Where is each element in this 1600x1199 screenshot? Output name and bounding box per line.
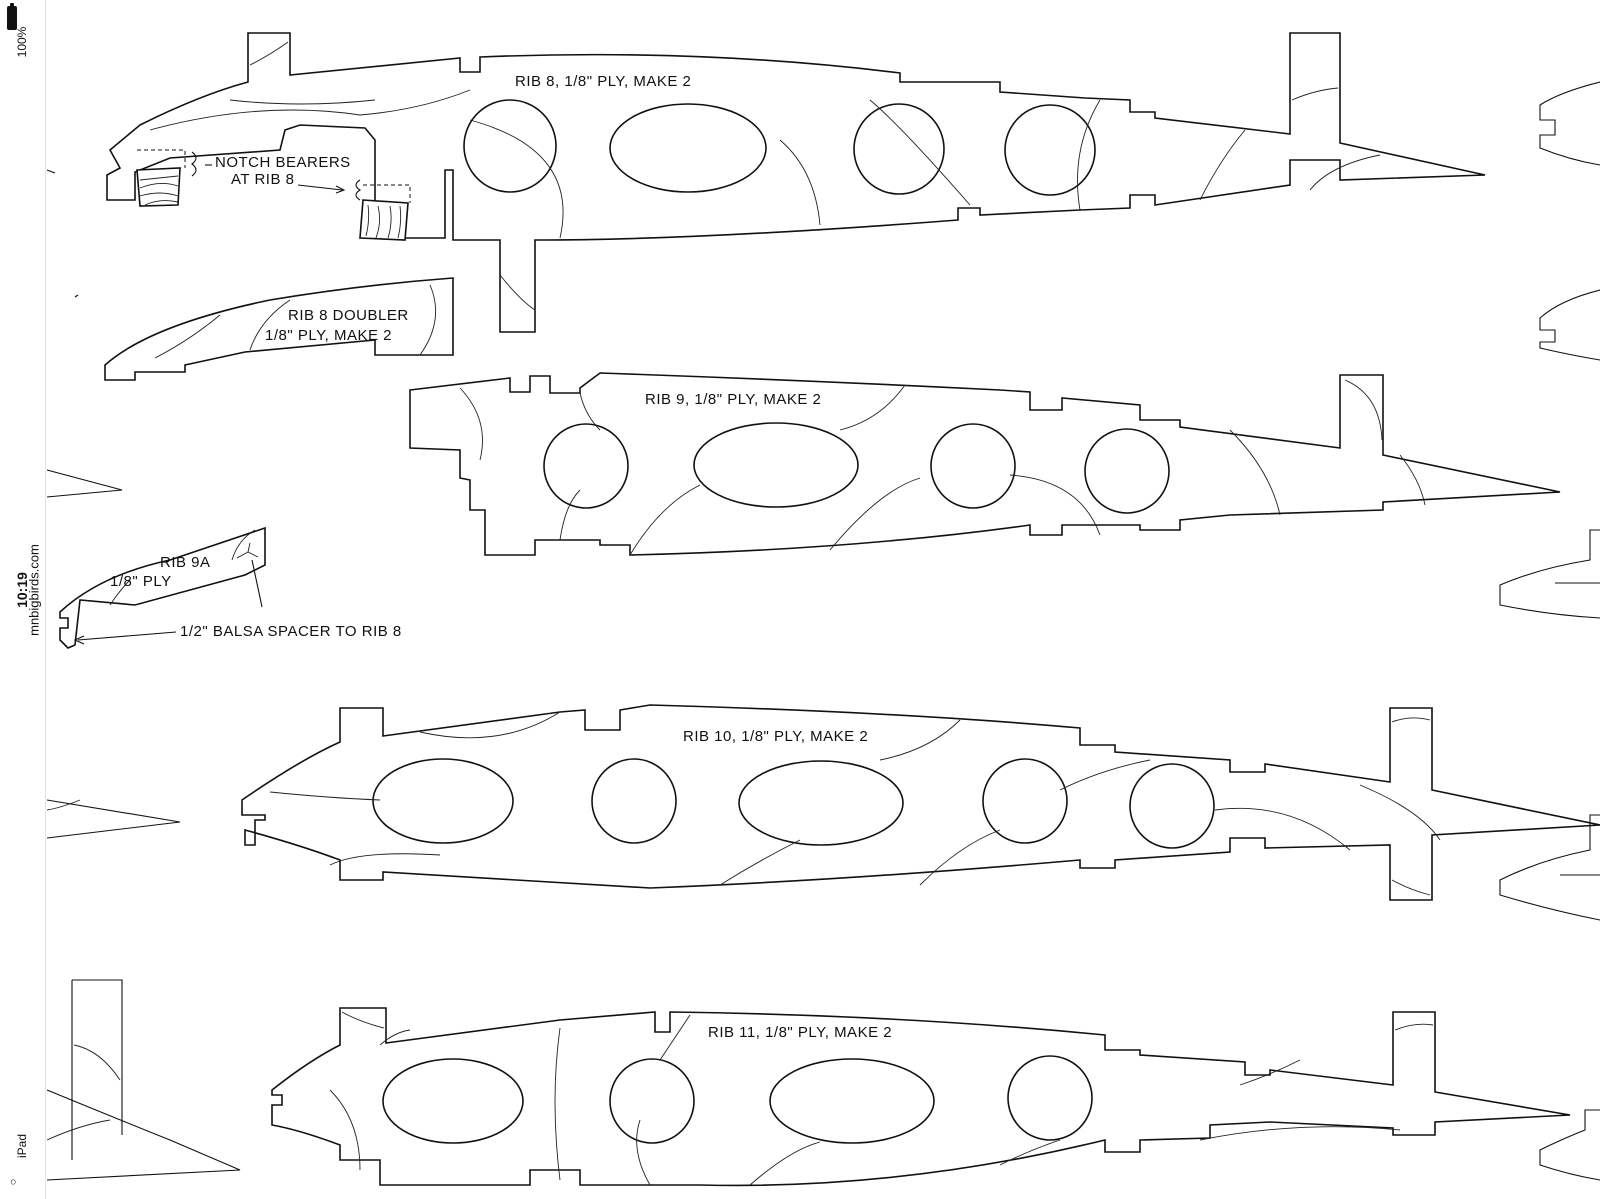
notch-bearers-label-2: AT RIB 8 xyxy=(231,171,294,188)
notch-bearer-block xyxy=(359,184,411,241)
battery-icon xyxy=(7,3,17,30)
lightening-hole xyxy=(591,758,677,844)
rib-9a-label: RIB 9A xyxy=(160,554,211,571)
rib-10: RIB 10, 1/8" PLY, MAKE 2 xyxy=(241,704,1600,901)
rib-11: RIB 11, 1/8" PLY, MAKE 2 xyxy=(271,1007,1571,1187)
rib-9a: RIB 9A 1/8" PLY 1/2" BALSA SPACER TO RIB… xyxy=(59,526,402,649)
lightening-hole xyxy=(769,1058,935,1144)
ios-status-bar: 100% 10:19 mnbigbirds.com iPad ○ xyxy=(0,0,46,1199)
notch-bearer-block xyxy=(136,149,186,207)
lightening-hole xyxy=(853,103,945,195)
rib-8-label: RIB 8, 1/8" PLY, MAKE 2 xyxy=(515,73,691,90)
rib-8-doubler-label: RIB 8 DOUBLER xyxy=(288,307,409,324)
lightening-hole xyxy=(609,1058,695,1144)
lightening-hole xyxy=(738,760,904,846)
lightening-hole xyxy=(372,758,514,844)
left-edge-fragments xyxy=(46,169,241,1181)
lightening-hole xyxy=(930,423,1016,509)
lightening-hole xyxy=(982,758,1068,844)
lightening-hole xyxy=(1007,1055,1093,1141)
lightening-hole xyxy=(1129,763,1215,849)
right-edge-fragments xyxy=(1499,81,1600,1181)
lightening-hole xyxy=(609,103,767,193)
rib-8-doubler-label-2: 1/8" PLY, MAKE 2 xyxy=(265,327,392,344)
lightening-hole xyxy=(543,423,629,509)
balsa-spacer-label: 1/2" BALSA SPACER TO RIB 8 xyxy=(180,623,402,640)
lightening-hole xyxy=(382,1058,524,1144)
lightening-hole xyxy=(1084,428,1170,514)
rib-9-label: RIB 9, 1/8" PLY, MAKE 2 xyxy=(645,391,821,408)
lightening-hole xyxy=(463,99,557,193)
rib-8: RIB 8, 1/8" PLY, MAKE 2 NOTCH BEARERS AT… xyxy=(106,32,1486,333)
rib-8-doubler: RIB 8 DOUBLER 1/8" PLY, MAKE 2 xyxy=(104,277,454,381)
lightening-hole xyxy=(693,422,859,508)
rib-9: RIB 9, 1/8" PLY, MAKE 2 xyxy=(409,372,1561,556)
rib-11-label: RIB 11, 1/8" PLY, MAKE 2 xyxy=(708,1024,892,1041)
lightening-hole xyxy=(1004,104,1096,196)
rib-9a-label-2: 1/8" PLY xyxy=(110,573,172,590)
rib-10-label: RIB 10, 1/8" PLY, MAKE 2 xyxy=(683,728,868,745)
notch-bearers-label: NOTCH BEARERS xyxy=(215,154,351,171)
